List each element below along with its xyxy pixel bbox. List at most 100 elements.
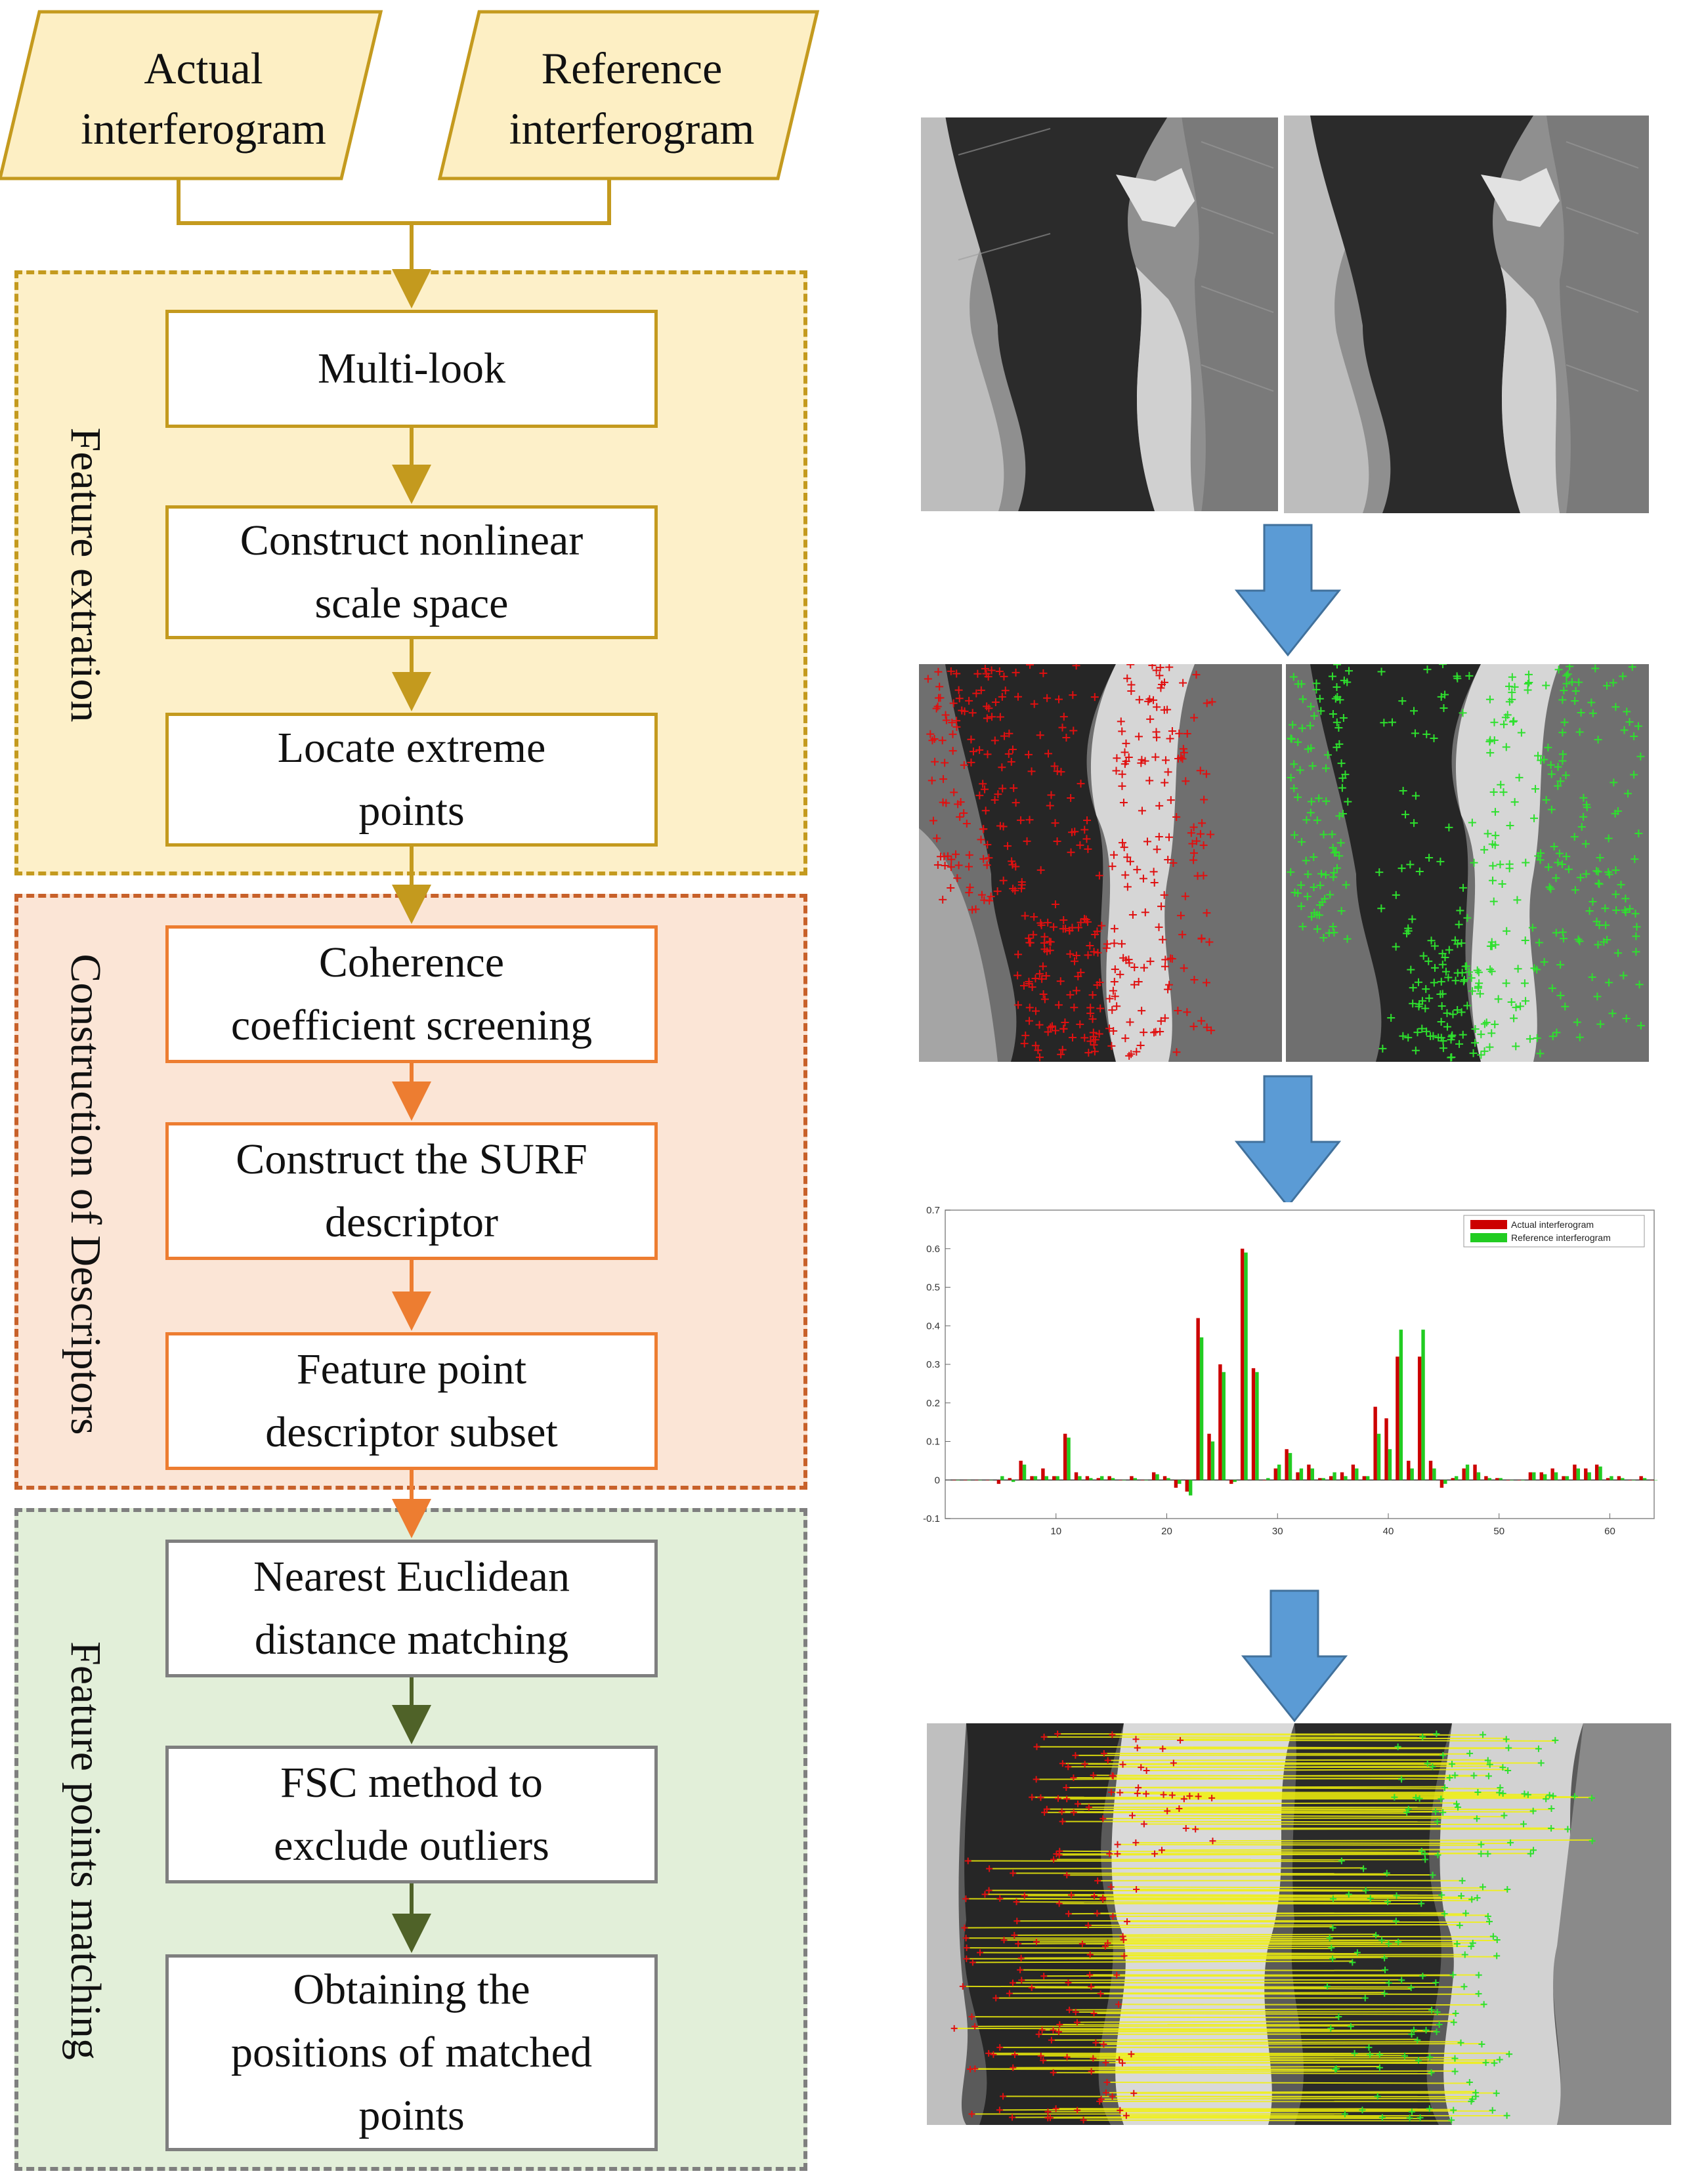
- feature-point-marker: [935, 682, 944, 691]
- feature-point-marker: [1531, 785, 1540, 793]
- feature-point-marker: [1134, 732, 1143, 741]
- feature-point-marker: [1096, 978, 1104, 986]
- feature-point-marker: [1603, 936, 1611, 944]
- match-line: [972, 1960, 1353, 1964]
- feature-point-marker: [1459, 977, 1468, 986]
- feature-point-marker: [1611, 866, 1620, 874]
- feature-point-marker: [1491, 2059, 1498, 2067]
- match-line: [1091, 1986, 1464, 1988]
- feature-point-marker: [987, 666, 996, 675]
- feature-point-marker: [1571, 1793, 1578, 1800]
- feature-point-marker: [1622, 1014, 1631, 1022]
- feature-point-marker: [1118, 782, 1126, 790]
- bar-reference: [1344, 1476, 1348, 1480]
- feature-point-marker: [1039, 669, 1048, 677]
- feature-point-marker: [1033, 1743, 1040, 1750]
- feature-point-marker: [1503, 927, 1511, 935]
- feature-point-marker: [1114, 1841, 1121, 1848]
- feature-point-marker: [1143, 837, 1151, 846]
- feature-point-marker: [1451, 2068, 1459, 2075]
- feature-point-marker: [1522, 997, 1530, 1005]
- feature-point-marker: [1504, 1886, 1511, 1893]
- feature-point-marker: [1587, 698, 1596, 707]
- bar-actual: [1351, 1464, 1355, 1480]
- feature-point-marker: [1398, 1776, 1405, 1783]
- feature-point-marker: [1176, 1805, 1183, 1812]
- feature-point-marker: [1025, 934, 1033, 942]
- feature-point-marker: [1558, 860, 1566, 868]
- feature-point-marker: [1001, 686, 1010, 695]
- feature-point-marker: [1075, 1800, 1082, 1807]
- feature-point-marker: [1326, 1935, 1333, 1942]
- step-euclidean: Nearest Euclidean distance matching: [165, 1540, 658, 1677]
- bar-reference: [1033, 1476, 1038, 1480]
- feature-point-marker: [1315, 901, 1324, 910]
- feature-point-marker: [1296, 766, 1304, 774]
- feature-point-marker: [1524, 1791, 1531, 1798]
- feature-point-marker: [1537, 1759, 1545, 1767]
- feature-point-marker: [1589, 1794, 1596, 1801]
- feature-point-marker: [1506, 822, 1514, 830]
- feature-point-marker: [1385, 1979, 1392, 1986]
- feature-point-marker: [1428, 2006, 1436, 2013]
- feature-point-marker: [1560, 718, 1569, 726]
- feature-point-marker: [1160, 678, 1168, 686]
- feature-point-marker: [1490, 718, 1499, 726]
- feature-point-marker: [1298, 837, 1306, 846]
- feature-point-marker: [1037, 1794, 1044, 1801]
- feature-point-marker: [1562, 771, 1570, 780]
- feature-point-marker: [929, 816, 937, 825]
- feature-point-marker: [1298, 922, 1307, 931]
- feature-point-marker: [1408, 2030, 1415, 2038]
- feature-point-marker: [1043, 1805, 1050, 1813]
- feature-point-marker: [1067, 848, 1075, 856]
- feature-point-marker: [1117, 1789, 1124, 1796]
- bar-actual: [1307, 1464, 1311, 1480]
- feature-point-marker: [1006, 1990, 1013, 1997]
- step-multilook: Multi-look: [165, 310, 658, 428]
- feature-point-marker: [1179, 745, 1187, 753]
- feature-point-marker: [1303, 892, 1312, 901]
- feature-point-marker: [1556, 961, 1565, 969]
- feature-point-marker: [1349, 1959, 1356, 1966]
- feature-point-marker: [1080, 2116, 1087, 2124]
- bar-actual: [1296, 1472, 1300, 1480]
- feature-point-marker: [1109, 1027, 1118, 1036]
- feature-point-marker: [1146, 715, 1155, 723]
- feature-point-marker: [1489, 897, 1498, 906]
- feature-point-marker: [1026, 664, 1034, 669]
- feature-point-marker: [1011, 2051, 1018, 2058]
- feature-point-marker: [1202, 978, 1210, 987]
- feature-point-marker: [1594, 868, 1602, 876]
- feature-point-marker: [1166, 796, 1175, 805]
- feature-point-marker: [1141, 908, 1149, 917]
- feature-point-marker: [1070, 957, 1078, 965]
- feature-point-marker: [1409, 999, 1417, 1008]
- feature-point-marker: [959, 1983, 966, 1990]
- feature-point-marker: [1486, 736, 1495, 744]
- feature-point-marker: [1434, 1818, 1441, 1825]
- match-line: [1066, 1786, 1445, 1788]
- feature-point-marker: [1605, 978, 1613, 987]
- feature-point-marker: [1486, 965, 1495, 974]
- match-line: [1106, 2091, 1476, 2093]
- feature-point-marker: [1327, 2025, 1334, 2032]
- feature-point-marker: [1086, 1003, 1095, 1012]
- feature-point-marker: [1440, 1809, 1447, 1816]
- feature-point-marker: [1534, 751, 1543, 760]
- feature-point-marker: [1510, 682, 1519, 691]
- feature-point-marker: [1095, 872, 1103, 880]
- feature-point-marker: [1449, 1761, 1456, 1768]
- legend-label-reference: Reference interferogram: [1511, 1232, 1611, 1243]
- feature-point-marker: [1088, 991, 1097, 999]
- bar-reference: [1299, 1468, 1304, 1480]
- feature-point-marker: [1161, 756, 1170, 765]
- y-tick-label: 0.5: [926, 1282, 940, 1293]
- feature-point-marker: [1341, 770, 1350, 779]
- feature-point-marker: [1203, 909, 1211, 917]
- feature-point-marker: [1013, 1899, 1020, 1906]
- feature-point-marker: [1297, 902, 1306, 910]
- bar-actual: [1185, 1480, 1189, 1492]
- feature-point-marker: [1441, 967, 1450, 976]
- match-line: [1009, 1992, 1385, 1994]
